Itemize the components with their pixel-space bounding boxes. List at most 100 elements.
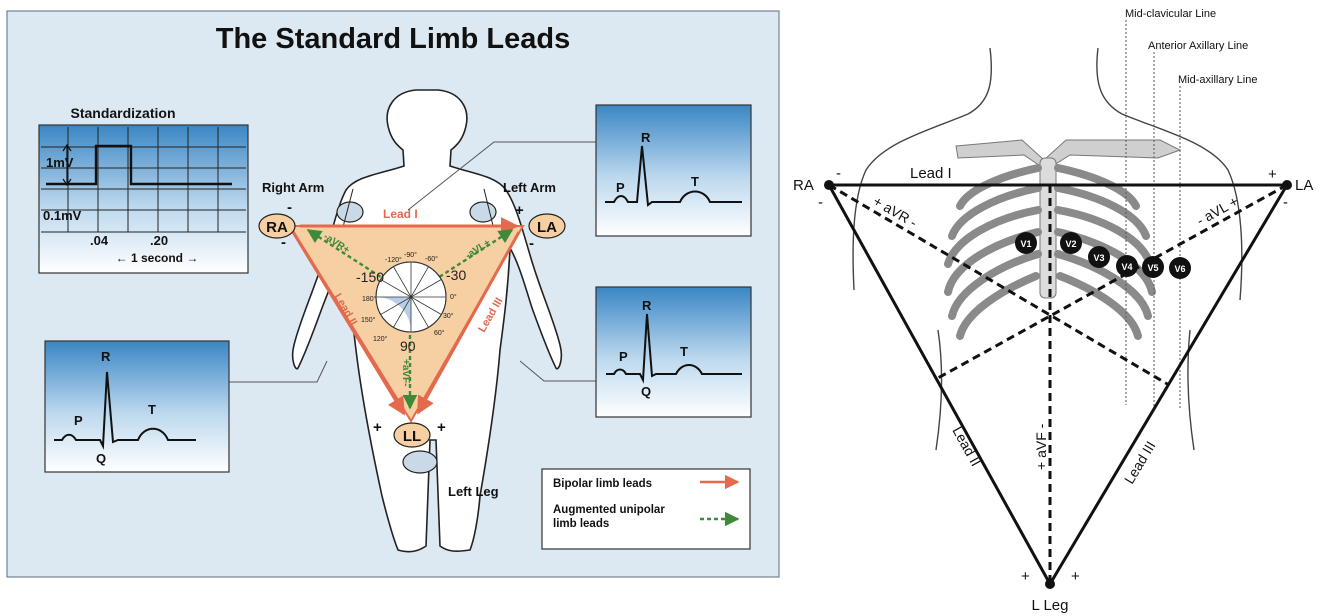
chest-lead-v5: V5 xyxy=(1147,263,1158,273)
chest-lead-v2: V2 xyxy=(1065,239,1076,249)
right-avf-label: + aVF - xyxy=(1033,423,1049,470)
hexaxial-circle xyxy=(375,261,447,333)
ll-label: LL xyxy=(403,428,421,445)
ecg-box-lead-i: P R T xyxy=(595,104,752,237)
avl-arrow xyxy=(415,228,514,294)
legend-bipolar: Bipolar limb leads xyxy=(553,478,652,490)
ra-label: RA xyxy=(266,219,288,236)
lead-ii-wave-q: Q xyxy=(96,451,106,466)
la-minus: - xyxy=(529,235,534,252)
legend-augmented-line1: Augmented unipolar xyxy=(553,504,665,516)
label-one-second: ← 1 second → xyxy=(116,251,199,265)
standardization-trace xyxy=(46,144,232,186)
left-panel-title: The Standard Limb Leads xyxy=(216,23,571,55)
right-l-leg-label: L Leg xyxy=(1032,597,1069,614)
lead-iii-arrow xyxy=(416,231,521,415)
standardization-title: Standardization xyxy=(70,105,175,121)
anterior-axillary-line-label: Anterior Axillary Line xyxy=(1148,40,1248,52)
left-arm-label: Left Arm xyxy=(503,180,556,195)
label-t04: .04 xyxy=(90,233,109,248)
label-t20: .20 xyxy=(150,233,168,248)
right-la-plus: + xyxy=(1268,166,1277,183)
angle-m60: -60° xyxy=(425,255,438,263)
angle-m30: -30 xyxy=(446,267,466,283)
ecg-box-lead-ii: P R T Q xyxy=(44,340,230,473)
ra-minus-top: - xyxy=(287,199,292,216)
angle-90: 90 xyxy=(400,338,416,354)
right-lead-iii-label: Lead III xyxy=(1121,438,1159,486)
lead-iii-wave-p: P xyxy=(619,349,628,364)
legend-augmented-line2: limb leads xyxy=(553,518,609,530)
ecg-trace-lead-ii xyxy=(54,371,196,450)
label-0-1mv: 0.1mV xyxy=(43,208,82,223)
l-leg-dot xyxy=(1045,579,1055,589)
right-leg-plus-right: + xyxy=(1071,568,1080,585)
angle-m90: -90° xyxy=(404,251,417,259)
augmented-leads xyxy=(828,183,1288,584)
chest-lead-v6: V6 xyxy=(1174,264,1185,274)
lead-i-wave-p: P xyxy=(616,180,625,195)
mid-clavicular-line-label: Mid-clavicular Line xyxy=(1125,8,1216,20)
connector-lines xyxy=(229,141,596,383)
angle-60: 60° xyxy=(434,329,445,337)
sternum xyxy=(1039,157,1057,299)
right-avr-label: + aVR - xyxy=(871,193,921,231)
angle-m120: -120° xyxy=(385,256,402,264)
angle-30: 30° xyxy=(443,312,454,320)
left-leg-label: Left Leg xyxy=(448,484,499,499)
avr-arrow xyxy=(306,228,405,294)
avf-label: +aVF- xyxy=(400,359,411,387)
lead-ii-line xyxy=(827,184,1052,585)
avr-line xyxy=(828,183,1170,387)
standardization-frame xyxy=(38,124,249,274)
electrode-cuffs xyxy=(336,201,497,474)
la-electrode xyxy=(528,213,566,239)
ecg-trace-lead-iii xyxy=(606,313,742,384)
right-ra-minus-top: - xyxy=(836,165,841,182)
right-ra-label: RA xyxy=(793,177,814,194)
lead-i-wave-t: T xyxy=(691,174,699,189)
ra-electrode xyxy=(258,213,296,239)
chest-lead-v1: V1 xyxy=(1020,239,1031,249)
chest-lead-v4: V4 xyxy=(1121,262,1132,272)
right-panel: Mid-clavicular Line Anterior Axillary Li… xyxy=(793,8,1313,614)
la-label: LA xyxy=(537,219,557,236)
right-ra-minus-bottom: - xyxy=(818,194,823,211)
right-lead-i-label: Lead I xyxy=(910,165,952,182)
avl-line xyxy=(937,183,1288,380)
angle-120: 120° xyxy=(373,335,388,343)
lead-i-wave-r: R xyxy=(641,130,651,145)
mid-axillary-line-label: Mid-axillary Line xyxy=(1178,74,1257,86)
angle-m150: -150 xyxy=(356,269,384,285)
angle-150: 150° xyxy=(361,316,376,324)
left-panel: The Standard Limb Leads Standardization … xyxy=(6,10,780,578)
ll-plus-left: + xyxy=(373,419,382,436)
reference-lines xyxy=(1125,20,1181,410)
ra-dot xyxy=(824,180,834,190)
right-la-label: LA xyxy=(1295,177,1313,194)
ll-plus-right: + xyxy=(437,419,446,436)
ecg-box-lead-iii: P R T Q xyxy=(595,286,752,418)
ll-electrode xyxy=(393,422,431,448)
angle-180: 180° xyxy=(362,295,377,303)
chest-leads: V1 V2 V3 V4 V5 V6 xyxy=(1015,232,1191,279)
la-plus: + xyxy=(515,202,524,219)
label-1mv: 1mV xyxy=(46,155,74,170)
lead-i-label: Lead I xyxy=(383,207,418,221)
lead-iii-wave-r: R xyxy=(642,298,652,313)
lead-iii-wave-t: T xyxy=(680,344,688,359)
right-leg-plus-left: + xyxy=(1021,568,1030,585)
lead-triangle xyxy=(827,183,1289,585)
right-arm-label: Right Arm xyxy=(262,180,324,195)
la-dot xyxy=(1282,180,1292,190)
ecg-trace-lead-i xyxy=(605,145,742,207)
right-la-minus: - xyxy=(1283,194,1288,211)
right-lead-ii-label: Lead II xyxy=(949,424,984,469)
legend: Bipolar limb leads Augmented unipolar li… xyxy=(541,468,751,550)
lead-ii-wave-t: T xyxy=(148,402,156,417)
chest-lead-v3: V3 xyxy=(1093,253,1104,263)
clavicles xyxy=(955,139,1182,171)
lead-ii-wave-p: P xyxy=(74,413,83,428)
standardization-box: Standardization 1mV 0.1mV .04 .20 ← 1 se… xyxy=(38,105,249,274)
